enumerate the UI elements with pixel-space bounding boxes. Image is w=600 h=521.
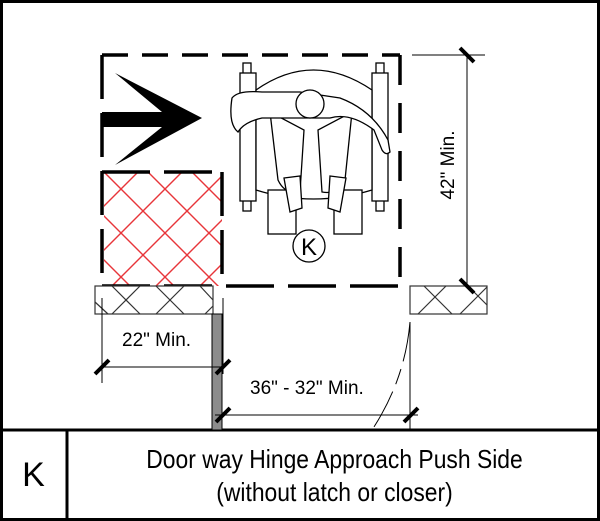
caption: K Door way Hinge Approach Push Side (wit… <box>0 430 600 521</box>
dimension-label-22: 22" Min. <box>122 330 192 351</box>
caption-key-letter: K <box>22 456 45 494</box>
wall-left <box>94 285 214 315</box>
door-swing-arc <box>371 321 411 431</box>
dimension-42 <box>412 46 485 295</box>
caption-title: Door way Hinge Approach Push Side <box>146 443 523 474</box>
dimension-label-36-32: 36" - 32" Min. <box>250 378 364 399</box>
dimension-label-42: 42" Min. <box>438 130 459 200</box>
caption-subtitle: (without latch or closer) <box>216 476 453 507</box>
approach-arrow-icon <box>102 73 202 165</box>
clear-floor-space <box>100 53 402 288</box>
wall-right <box>409 285 488 315</box>
figure-marker-k: K <box>301 234 317 261</box>
dimension-22 <box>93 298 232 383</box>
caption-title-block: Door way Hinge Approach Push Side (witho… <box>101 430 568 521</box>
dimension-36-32 <box>214 406 420 424</box>
hatched-area <box>104 172 222 286</box>
wheelchair-user-figure <box>230 62 391 263</box>
